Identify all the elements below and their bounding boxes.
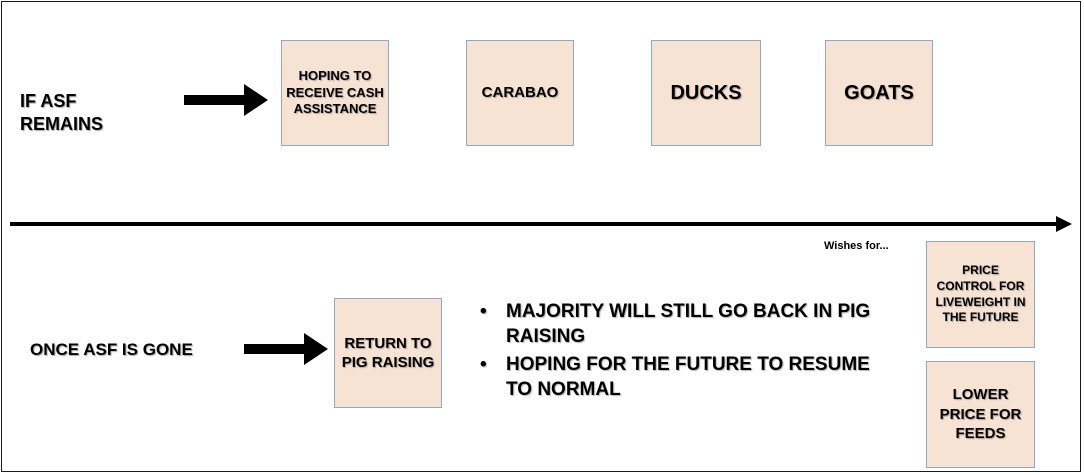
arrow-right-icon <box>184 84 268 116</box>
condition-asf-gone: ONCE ASF IS GONE <box>30 340 193 359</box>
bullet-icon: • <box>480 301 487 322</box>
return-to-pig-raising-box: RETURN TO PIG RAISING <box>334 298 442 408</box>
condition-asf-remains: IF ASF REMAINS <box>20 91 104 135</box>
bullet-icon: • <box>480 354 487 376</box>
outlook-bullet-list: • MAJORITY WILL STILL GO BACK IN PIG RAI… <box>478 300 898 407</box>
arrow-right-icon <box>244 333 328 365</box>
bullet-text: HOPING FOR THE FUTURE TO RESUME TO NORMA… <box>506 354 870 401</box>
bullet-item: • MAJORITY WILL STILL GO BACK IN PIG RAI… <box>478 300 898 349</box>
option-box-ducks: DUCKS <box>651 40 761 146</box>
wish-box-lower-feed-price: LOWER PRICE FOR FEEDS <box>926 361 1035 468</box>
bullet-text: MAJORITY WILL STILL GO BACK IN PIG RAISI… <box>506 301 871 347</box>
option-box-carabao: CARABAO <box>466 40 574 146</box>
bullet-item: • HOPING FOR THE FUTURE TO RESUME TO NOR… <box>478 353 898 402</box>
option-box-goats: GOATS <box>825 40 933 146</box>
wish-box-price-control: PRICE CONTROL FOR LIVEWEIGHT IN THE FUTU… <box>926 241 1035 348</box>
wishes-label: Wishes for... <box>824 240 889 252</box>
option-box-cash-assistance: HOPING TO RECEIVE CASH ASSISTANCE <box>281 40 389 146</box>
